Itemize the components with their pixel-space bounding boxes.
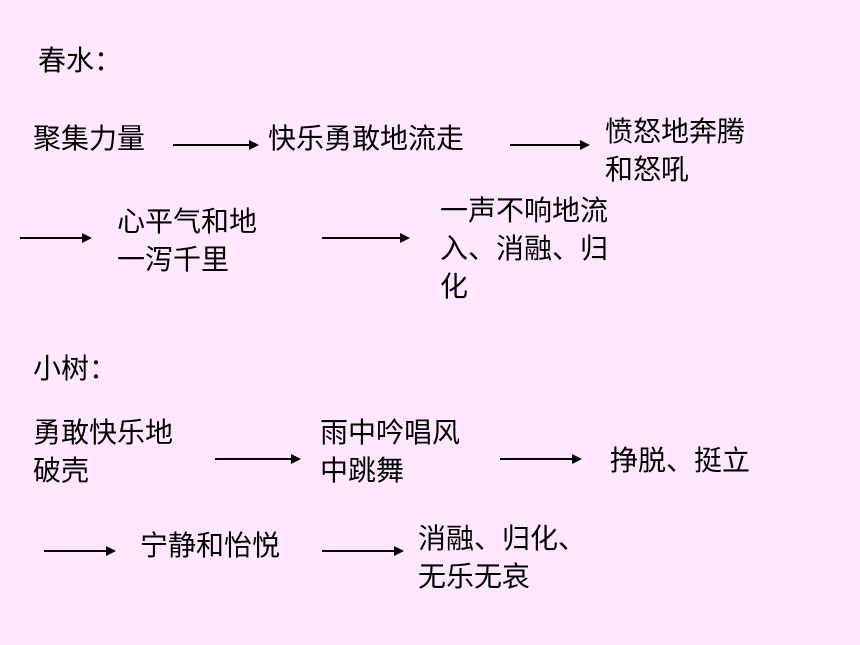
spring-stage-4-line-2: 一泻千里 <box>117 243 230 276</box>
tree-stage-2-line-1: 雨中吟唱风 <box>320 416 461 449</box>
spring-stage-3: 愤怒地奔腾 和怒吼 <box>605 113 745 189</box>
spring-stage-4-line-1: 心平气和地 <box>117 205 258 238</box>
arrow-icon <box>44 545 116 557</box>
section-title-spring-water: 春水： <box>38 44 123 77</box>
arrow-icon <box>322 545 404 557</box>
arrow-icon <box>322 232 410 244</box>
tree-stage-5: 消融、归化、 无乐无哀 <box>418 520 586 596</box>
tree-stage-2: 雨中吟唱风 中跳舞 <box>320 414 460 490</box>
tree-stage-4-line-1: 宁静和怡悦 <box>140 529 281 562</box>
section-title-little-tree: 小树： <box>33 352 118 385</box>
spring-stage-3-line-2: 和怒吼 <box>605 153 690 186</box>
spring-stage-4: 心平气和地 一泻千里 <box>117 203 257 279</box>
tree-stage-5-line-2: 无乐无哀 <box>418 560 531 593</box>
arrow-icon <box>215 453 301 465</box>
tree-stage-1-line-2: 破壳 <box>33 454 90 487</box>
tree-stage-3-line-1: 挣脱、挺立 <box>610 444 751 477</box>
arrow-icon <box>500 453 582 465</box>
spring-stage-5: 一声不响地流 入、消融、归 化 <box>440 192 608 306</box>
tree-stage-1-line-1: 勇敢快乐地 <box>33 416 174 449</box>
tree-stage-4: 宁静和怡悦 <box>140 527 280 565</box>
spring-stage-2-line-1: 快乐勇敢地流走 <box>268 122 465 155</box>
tree-stage-5-line-1: 消融、归化、 <box>418 522 587 555</box>
spring-stage-5-line-2: 入、消融、归 <box>440 232 609 265</box>
tree-stage-2-line-2: 中跳舞 <box>320 454 405 487</box>
tree-stage-1: 勇敢快乐地 破壳 <box>33 414 173 490</box>
arrow-icon <box>510 139 590 151</box>
arrow-icon <box>20 232 92 244</box>
spring-stage-5-line-3: 化 <box>440 270 469 303</box>
tree-stage-3: 挣脱、挺立 <box>610 442 750 480</box>
spring-stage-5-line-1: 一声不响地流 <box>440 194 609 227</box>
spring-stage-1: 聚集力量 <box>33 120 145 158</box>
spring-stage-1-line-1: 聚集力量 <box>33 122 146 155</box>
spring-stage-2: 快乐勇敢地流走 <box>268 120 464 158</box>
spring-stage-3-line-1: 愤怒地奔腾 <box>605 115 746 148</box>
arrow-icon <box>173 139 259 151</box>
